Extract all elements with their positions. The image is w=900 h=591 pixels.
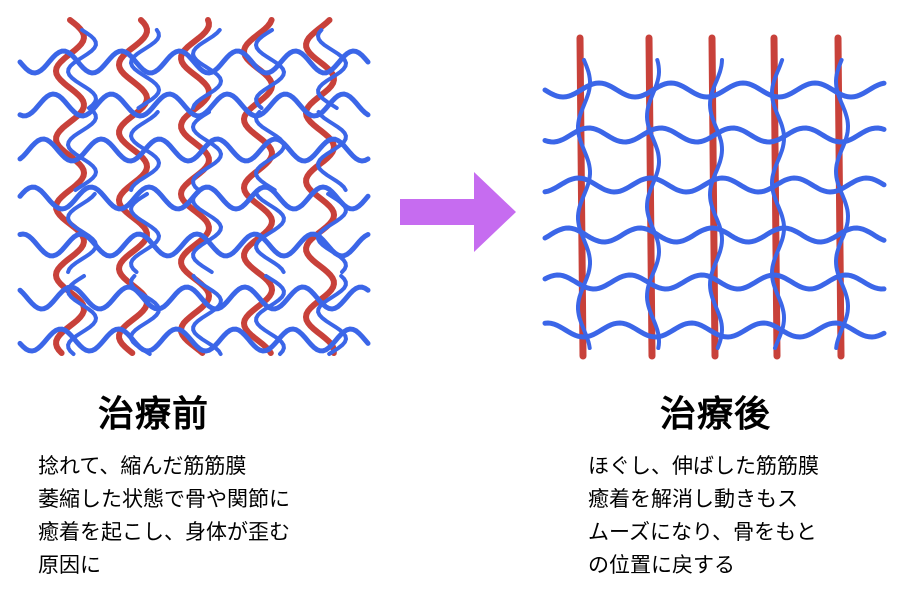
blue-fascia-fiber (542, 225, 887, 245)
blue-twisted-strand (254, 274, 286, 356)
blue-twisted-strand (66, 28, 99, 110)
after-line: 癒着を解消し動きもス (588, 487, 798, 511)
blue-twisted-strand (316, 192, 348, 274)
blue-fascia-fiber (17, 91, 371, 119)
red-muscle-fiber (240, 17, 276, 356)
red-muscle-fiber (177, 17, 213, 356)
blue-fascia-fiber (17, 136, 371, 164)
blue-twisted-strand (65, 274, 99, 356)
before-title: 治療前 (98, 394, 210, 435)
blue-relaxed-strand (707, 58, 725, 350)
blue-fascia-fiber (542, 320, 887, 340)
after-description: ほぐし、伸ばした筋筋膜 癒着を解消し動きもス ムーズになり、骨をもと の位置に戻… (588, 450, 819, 582)
blue-twisted-strand (65, 110, 99, 192)
after-line: ムーズになり、骨をもと (588, 520, 817, 544)
blue-fascia-fiber (17, 326, 371, 354)
red-muscle-fiber (834, 34, 845, 360)
blue-relaxed-strand (833, 58, 851, 350)
blue-twisted-strand (191, 274, 223, 356)
blue-fascia-fiber (542, 125, 887, 145)
blue-twisted-strand (254, 192, 286, 274)
after-line: の位置に戻する (588, 553, 735, 577)
after-line: ほぐし、伸ばした筋筋膜 (588, 454, 819, 478)
red-muscle-fiber (52, 17, 88, 356)
blue-twisted-strand (190, 110, 224, 192)
before-treatment-mesh (17, 17, 371, 356)
blue-twisted-strand (316, 274, 349, 356)
blue-twisted-strand (253, 110, 287, 192)
blue-twisted-strand (128, 274, 162, 356)
after-title: 治療後 (660, 394, 772, 435)
before-line: 癒着を起こし、身体が歪む (38, 520, 290, 544)
right-arrow-icon (400, 172, 516, 252)
before-description: 捻れて、縮んだ筋筋膜 萎縮した状態で骨や関節に 癒着を起こし、身体が歪む 原因に (38, 450, 290, 582)
blue-twisted-strand (128, 28, 162, 110)
blue-twisted-strand (190, 192, 224, 274)
blue-fascia-fiber (542, 80, 887, 100)
before-line: 萎縮した状態で骨や関節に (38, 487, 290, 511)
blue-twisted-strand (253, 28, 287, 110)
blue-twisted-strand (128, 192, 162, 274)
blue-fascia-fiber (542, 272, 887, 292)
blue-twisted-strand (315, 28, 349, 110)
blue-relaxed-strand (769, 58, 787, 350)
before-line: 原因に (38, 553, 101, 577)
blue-relaxed-strand (644, 58, 662, 350)
before-line: 捻れて、縮んだ筋筋膜 (38, 454, 247, 478)
after-treatment-mesh (542, 34, 887, 360)
blue-twisted-strand (128, 110, 162, 192)
blue-twisted-strand (65, 192, 99, 274)
blue-twisted-strand (316, 110, 348, 192)
blue-fascia-fiber (17, 231, 371, 259)
blue-fascia-fiber (17, 284, 371, 312)
blue-twisted-strand (190, 28, 224, 110)
blue-relaxed-strand (576, 58, 592, 350)
